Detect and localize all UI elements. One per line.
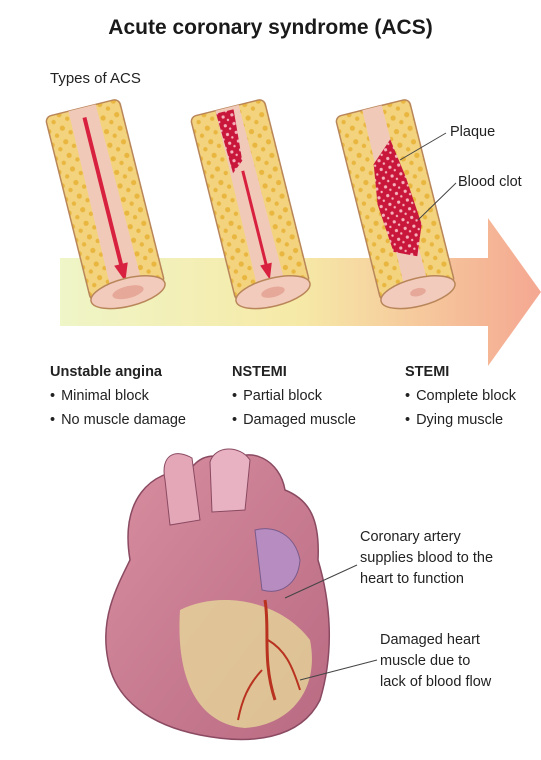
type-stemi: STEMI Complete block Dying muscle (405, 360, 516, 432)
blood-clot-label: Blood clot (458, 174, 522, 190)
type-bullet: Complete block (405, 384, 516, 408)
type-bullet: Damaged muscle (232, 408, 356, 432)
note-line: Damaged heart (380, 630, 491, 651)
type-bullet: No muscle damage (50, 408, 186, 432)
heart-illustration (106, 449, 330, 739)
plaque-label: Plaque (450, 124, 495, 140)
note-line: lack of blood flow (380, 672, 491, 693)
damaged-muscle-note: Damaged heart muscle due to lack of bloo… (380, 630, 491, 693)
type-name: STEMI (405, 360, 516, 384)
note-line: Coronary artery (360, 527, 493, 548)
note-line: heart to function (360, 569, 493, 590)
type-unstable-angina: Unstable angina Minimal block No muscle … (50, 360, 186, 432)
type-name: Unstable angina (50, 360, 186, 384)
type-name: NSTEMI (232, 360, 356, 384)
type-bullet: Partial block (232, 384, 356, 408)
type-bullet: Minimal block (50, 384, 186, 408)
note-line: muscle due to (380, 651, 491, 672)
coronary-artery-note: Coronary artery supplies blood to the he… (360, 527, 493, 590)
note-line: supplies blood to the (360, 548, 493, 569)
type-bullet: Dying muscle (405, 408, 516, 432)
type-nstemi: NSTEMI Partial block Damaged muscle (232, 360, 356, 432)
